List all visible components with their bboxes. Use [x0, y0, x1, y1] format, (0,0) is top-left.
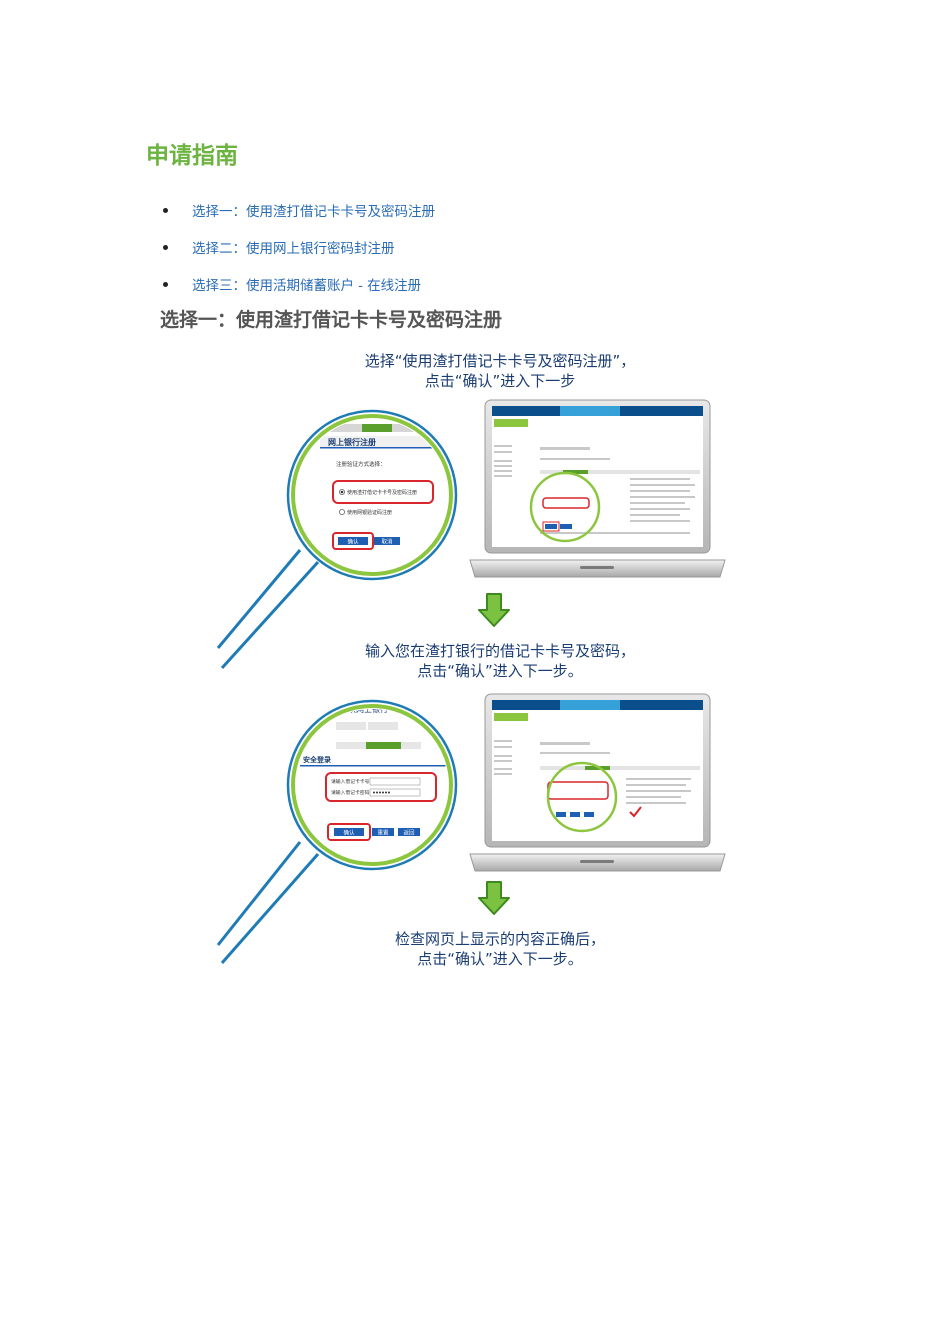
- zoom-2-confirm-label: 确认: [343, 829, 355, 837]
- page-title: 申请指南: [146, 143, 238, 169]
- zoom-2-reset-label: 重置: [377, 829, 389, 837]
- step-2-caption: 输入您在渣打银行的借记卡卡号及密码， 点击“确认”进入下一步。: [300, 641, 700, 681]
- zoom-1-content: 网上银行注册 注册验证方式选择： 使用渣打借记卡卡号及密码注册 使用网银验证码注…: [296, 420, 448, 571]
- card-password-input[interactable]: [369, 788, 421, 797]
- radio-option-1-label: 使用渣打借记卡卡号及密码注册: [347, 489, 417, 496]
- bullet-icon: [163, 282, 168, 287]
- zoom-2-reset-button[interactable]: [372, 828, 394, 836]
- laptop-screen: [492, 700, 703, 841]
- step-2-laptop: [469, 693, 726, 872]
- bullet-icon: [163, 245, 168, 250]
- option-three-link[interactable]: 选择三：使用活期储蓄账户 - 在线注册: [192, 278, 422, 294]
- option-two-link[interactable]: 选择二：使用网上银行密码封注册: [192, 241, 395, 257]
- checkmark-icon: [629, 806, 642, 818]
- zoom-1-cancel-label: 取消: [381, 538, 393, 546]
- zoom-2-highlight-box: [325, 772, 437, 802]
- zoom-2-back-button[interactable]: [398, 828, 420, 836]
- option-one-link[interactable]: 选择一：使用渣打借记卡卡号及密码注册: [192, 204, 435, 220]
- step-1-caption: 选择“使用渣打借记卡卡号及密码注册”， 点击“确认”进入下一步: [300, 351, 700, 391]
- step-3-caption-line-1: 检查网页上显示的内容正确后，: [394, 930, 605, 948]
- section-heading: 选择一：使用渣打借记卡卡号及密码注册: [160, 309, 503, 331]
- zoom-1-prompt: 注册验证方式选择：: [336, 460, 386, 468]
- zoom-1-cancel-button[interactable]: [374, 537, 400, 545]
- screen-logo: [494, 419, 528, 427]
- zoom-1-confirm-label: 确认: [347, 538, 359, 546]
- radio-option-2-label: 使用网银验证码注册: [347, 509, 392, 516]
- zoom-2-panel-title: 安全登录: [303, 755, 331, 764]
- down-arrow-icon: [478, 593, 510, 627]
- zoom-1-highlight-box: [332, 480, 434, 504]
- screen-logo: [494, 713, 528, 721]
- zoom-2-back-label: 返回: [403, 830, 415, 837]
- step-2-caption-line-1: 输入您在渣打银行的借记卡卡号及密码，: [364, 642, 635, 660]
- card-number-input[interactable]: [369, 777, 421, 786]
- zoom-2-content: 欢网上银行 安全登录 请输入借记卡卡号 请输入借记卡密码 确认 重置 返回: [296, 704, 448, 861]
- step-3-caption: 检查网页上显示的内容正确后， 点击“确认”进入下一步。: [300, 929, 700, 969]
- zoom-2-confirm-button[interactable]: [334, 828, 364, 836]
- zoom-1-confirm-button[interactable]: [338, 537, 368, 545]
- laptop-screen: [492, 406, 703, 547]
- step-2-caption-line-2: 点击“确认”进入下一步。: [417, 662, 583, 680]
- radio-option-2[interactable]: [338, 508, 345, 515]
- zoom-2-header-text: 欢网上银行: [348, 704, 388, 714]
- step-3-caption-line-2: 点击“确认”进入下一步。: [417, 950, 583, 968]
- bullet-icon: [163, 208, 168, 213]
- zoom-1-panel-title: 网上银行注册: [328, 437, 376, 447]
- card-number-label: 请输入借记卡卡号: [331, 778, 370, 785]
- card-password-label: 请输入借记卡密码: [331, 789, 370, 796]
- step-1-caption-line-1: 选择“使用渣打借记卡卡号及密码注册”，: [364, 352, 636, 370]
- down-arrow-icon: [478, 881, 510, 915]
- step-1-laptop: [469, 399, 726, 578]
- step-1-caption-line-2: 点击“确认”进入下一步: [424, 372, 576, 390]
